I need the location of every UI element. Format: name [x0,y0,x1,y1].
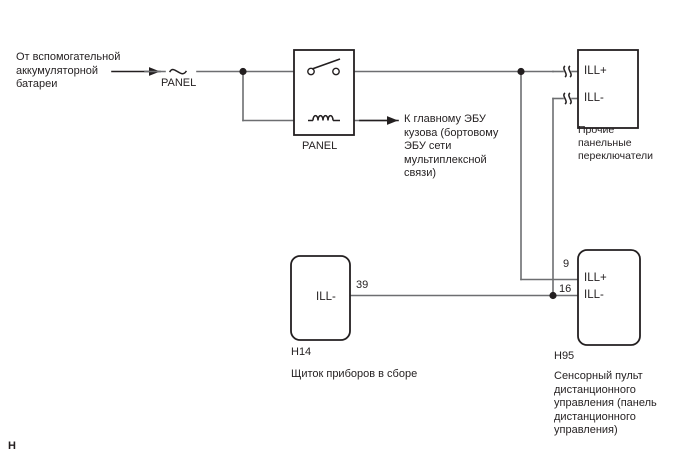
relay-contact-right [332,67,340,76]
page-corner-mark: H [8,440,16,452]
wire-break-illplus-a [563,65,567,78]
touch-remote-box [577,249,641,346]
fuse-label: PANEL [161,77,197,89]
touch-remote-caption: Сенсорный пульт дистанционного управлени… [554,370,657,436]
relay-switch-blade [311,58,341,70]
instrument-cluster-box [290,255,351,341]
source-label: От вспомогательной аккумуляторной батаре… [16,51,121,90]
terminal-illminus-touch-remote: ILL- [584,289,604,301]
relay-box [293,49,355,136]
terminal-illplus-other-switches: ILL+ [584,65,607,77]
wire-break-illminus-b [568,92,572,105]
other-panel-switches-box [577,49,639,129]
terminal-illminus-other-switches: ILL- [584,92,604,104]
pin-39-instrument-cluster: 39 [356,279,369,291]
terminal-illplus-touch-remote: ILL+ [584,272,607,284]
instrument-cluster-caption: Щиток приборов в сборе [291,368,418,380]
relay-coil-symbol [312,114,334,121]
pin-16-touch-remote: 16 [559,283,572,295]
touch-remote-code: H95 [554,350,575,362]
other-panel-switches-caption: Прочие панельные переключатели [578,124,653,162]
wire-break-illminus-a [563,92,567,105]
fuse-symbol-body [168,68,188,75]
relay-contact-left [307,67,315,76]
instrument-cluster-code: H14 [291,346,312,358]
junction-dot-fuse-branch [239,67,247,76]
junction-dot-illplus [517,67,525,76]
wire-break-symbols [563,65,572,105]
wire-break-illplus-b [568,65,572,78]
junction-dot-illminus [549,291,557,300]
branch-output-label: К главному ЭБУ кузова (бортовому ЭБУ сет… [404,113,499,179]
relay-label: PANEL [302,140,338,152]
pin-9-touch-remote: 9 [563,258,570,270]
terminal-illminus-instrument-cluster: ILL- [316,291,336,303]
